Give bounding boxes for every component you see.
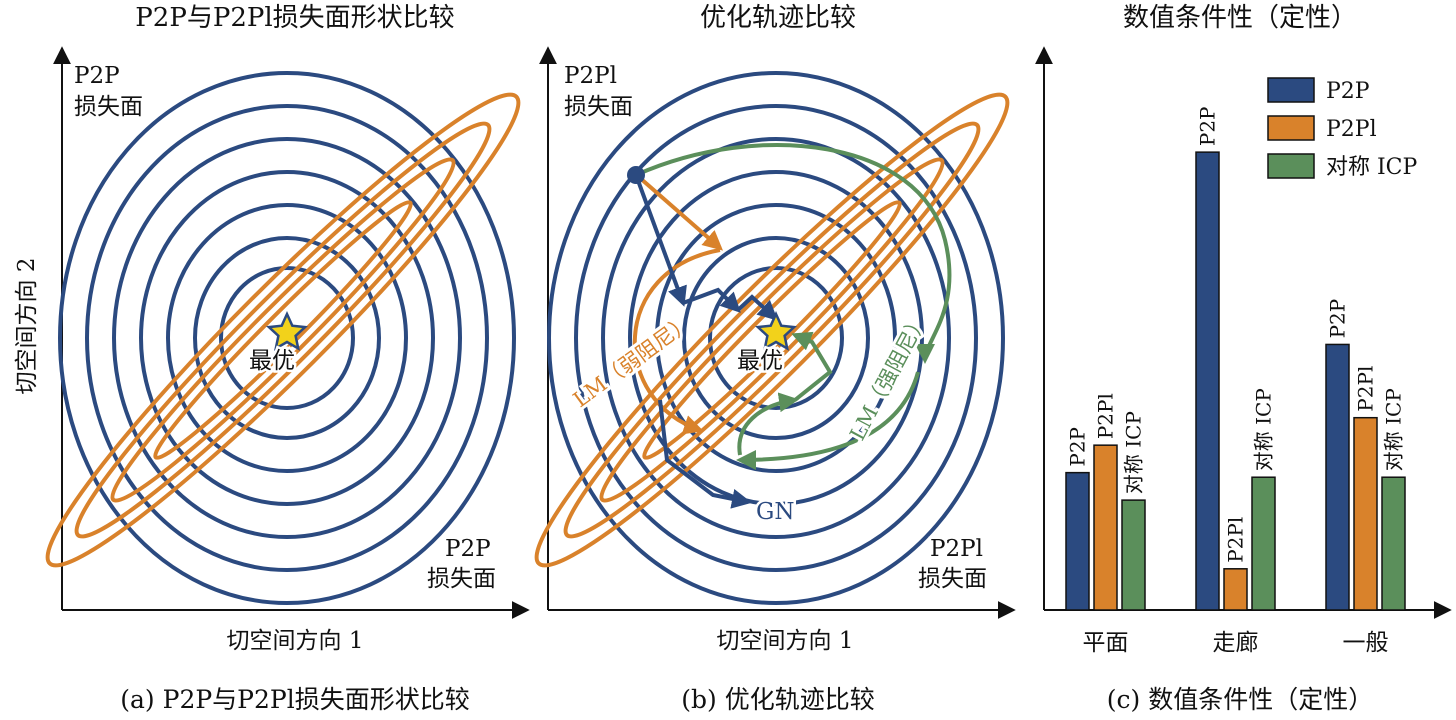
p2pl-contour	[563, 121, 981, 539]
p2p-contour	[85, 104, 489, 572]
p2p-contour	[166, 203, 408, 473]
p2p-contour	[139, 170, 435, 506]
bar-平面-2	[1121, 499, 1146, 611]
legend-label: P2Pl	[1326, 117, 1377, 142]
bar-走廊-2	[1251, 476, 1276, 611]
bar-平面-1	[1093, 444, 1118, 611]
gn-trajectory	[634, 174, 778, 509]
p2pl-surface-label-bottom-2: 损失面	[918, 566, 987, 592]
panel-b-caption: (b) 优化轨迹比较	[681, 685, 874, 714]
bar-label: P2P	[1326, 299, 1350, 339]
p2p-surface-label-bottom: P2P	[445, 536, 491, 562]
optimum-label-b: 最优	[737, 348, 783, 374]
p2p-contour	[193, 236, 381, 440]
panel-a-ylabel: 切空间方向 2	[14, 258, 40, 395]
legend-label: P2P	[1326, 79, 1370, 104]
bar-平面-0	[1065, 471, 1090, 611]
bar-label: P2P	[1196, 106, 1220, 146]
bar-label: 对称 ICP	[1252, 388, 1276, 471]
p2pl-contour	[45, 92, 521, 568]
p2p-contour	[574, 104, 978, 572]
bar-走廊-0	[1195, 151, 1220, 611]
p2pl-surface-label-top: P2Pl	[564, 63, 617, 89]
p2p-contour	[219, 266, 355, 410]
p2pl-contour	[599, 157, 945, 503]
p2p-contour	[547, 71, 1005, 605]
p2pl-surface-label-top-2: 损失面	[564, 94, 633, 120]
p2p-contour	[708, 266, 844, 410]
bar-一般-1	[1353, 416, 1378, 611]
legend-label: 对称 ICP	[1326, 155, 1418, 180]
legend-swatch	[1267, 77, 1315, 103]
p2p-contour	[628, 170, 924, 506]
bar-走廊-1	[1223, 568, 1248, 611]
p2p-surface-label-top-2: 损失面	[74, 94, 143, 120]
p2p-contours-b	[547, 71, 1005, 605]
panel-a-caption: (a) P2P与P2Pl损失面形状比较	[120, 685, 469, 714]
p2p-contour	[112, 137, 462, 539]
p2p-contours-a	[58, 71, 516, 605]
p2pl-contour	[110, 157, 456, 503]
optimum-label-a: 最优	[249, 348, 295, 374]
p2pl-contour	[534, 92, 1010, 568]
legend-swatch	[1267, 153, 1315, 179]
category-tick-label: 一般	[1343, 630, 1389, 656]
panel-b-xlabel: 切空间方向 1	[717, 628, 854, 654]
p2p-contour	[601, 137, 951, 539]
legend-swatch	[1267, 115, 1315, 141]
p2pl-contours-b	[534, 92, 1010, 568]
lm-strong-trajectory	[635, 143, 952, 470]
optimum-star-icon	[755, 310, 797, 351]
panel-a-title: P2P与P2Pl损失面形状比较	[135, 3, 454, 33]
p2p-contour	[58, 71, 516, 605]
panel-c-caption: (c) 数值条件性（定性）	[1107, 685, 1373, 714]
bar-label: 对称 ICP	[1122, 411, 1146, 494]
bar-label: 对称 ICP	[1382, 388, 1406, 471]
lm-weak-trajectory	[632, 176, 724, 435]
panel-b: 优化轨迹比较 切空间方向 1	[534, 3, 1016, 714]
panel-b-title: 优化轨迹比较	[700, 3, 856, 33]
panel-a: P2P与P2Pl损失面形状比较 切空间方向 2 切空间方向 1 最优 P2P 损…	[14, 3, 530, 714]
bar-label: P2Pl	[1224, 517, 1248, 563]
bar-label: P2Pl	[1354, 366, 1378, 412]
bar-一般-2	[1381, 476, 1406, 611]
panel-c-title: 数值条件性（定性）	[1123, 3, 1357, 33]
bar-label: P2Pl	[1094, 393, 1118, 439]
panel-a-xlabel: 切空间方向 1	[227, 628, 364, 654]
p2p-contour	[655, 203, 897, 473]
optimum-star-icon	[266, 310, 308, 351]
bar-一般-0	[1325, 343, 1350, 611]
p2pl-surface-label-bottom: P2Pl	[930, 536, 983, 562]
start-point	[627, 166, 645, 184]
legend: P2P P2Pl 对称 ICP	[1267, 77, 1418, 180]
bar-label: P2P	[1066, 427, 1090, 467]
p2p-surface-label-top: P2P	[74, 63, 120, 89]
p2pl-contour	[74, 121, 492, 539]
p2p-surface-label-bottom-2: 损失面	[427, 566, 496, 592]
gn-label: GN	[756, 499, 795, 525]
lm-weak-label: LM（弱阻尼）	[569, 310, 697, 412]
p2p-contour	[682, 236, 870, 440]
category-tick-label: 走廊	[1213, 630, 1259, 656]
category-tick-label: 平面	[1083, 630, 1129, 656]
